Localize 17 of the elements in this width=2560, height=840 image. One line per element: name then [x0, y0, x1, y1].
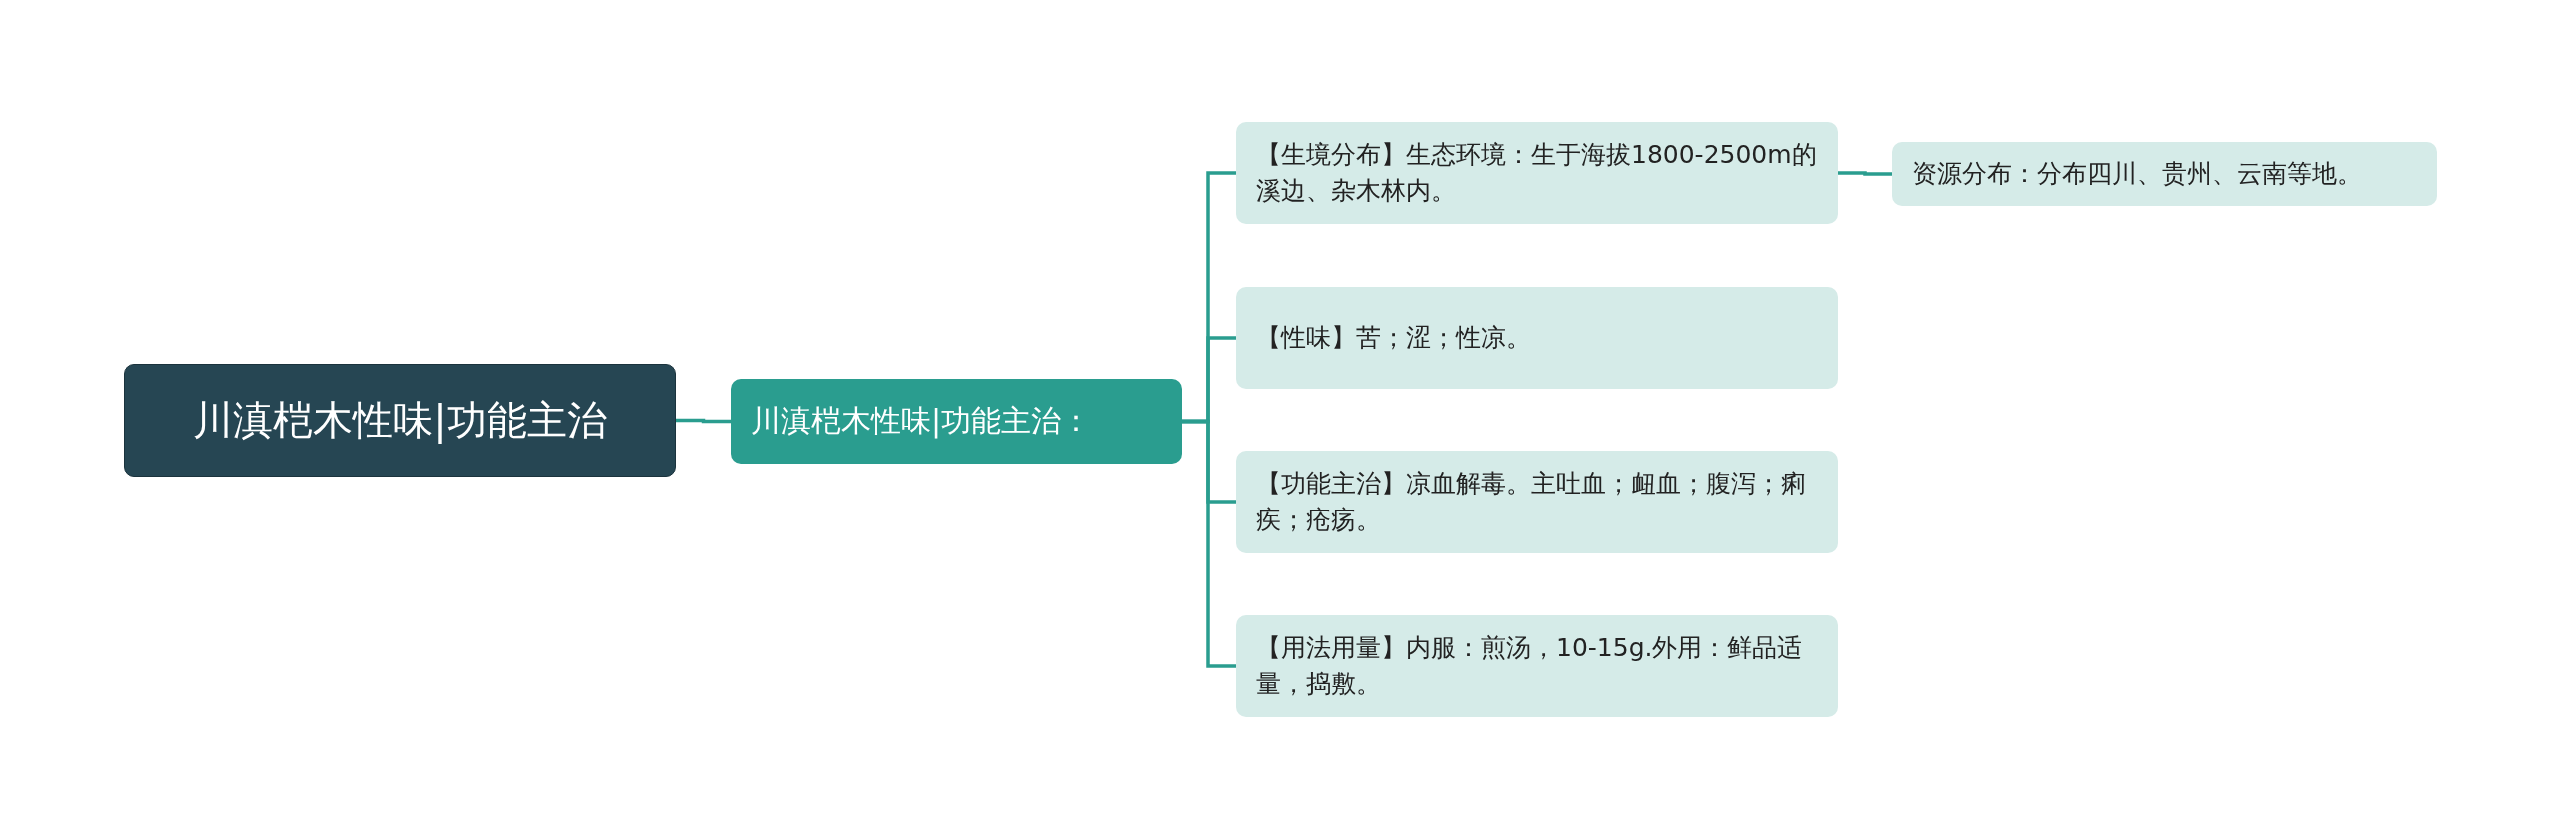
connector-line [1838, 171, 1892, 176]
topic-text: 【功能主治】凉血解毒。主吐血；衄血；腹泻；痢疾；疮疡。 [1256, 467, 1807, 536]
subtopic-box [1236, 451, 1838, 553]
connector-line [676, 418, 731, 424]
topic-text: 川滇桤木性味|功能主治 [193, 396, 607, 446]
topic-text: 川滇桤木性味|功能主治： [751, 402, 1092, 441]
connector-line [1182, 419, 1236, 668]
root-topic-box [124, 364, 676, 477]
main-topic-box [731, 379, 1182, 464]
subtopic-box [1236, 287, 1838, 389]
topic-text: 【用法用量】内服：煎汤，10-15g.外用：鲜品适量，捣敷。 [1256, 631, 1804, 700]
topic-text: 资源分布：分布四川、贵州、云南等地。 [1912, 157, 2362, 190]
subtopic-box [1892, 142, 2437, 206]
topic-text: 【生境分布】生态环境：生于海拔1800-2500m的溪边、杂木林内。 [1256, 138, 1818, 207]
subtopic-box [1236, 122, 1838, 224]
topic-text: 【性味】苦；涩；性凉。 [1256, 321, 1531, 354]
subtopic-box [1236, 615, 1838, 717]
